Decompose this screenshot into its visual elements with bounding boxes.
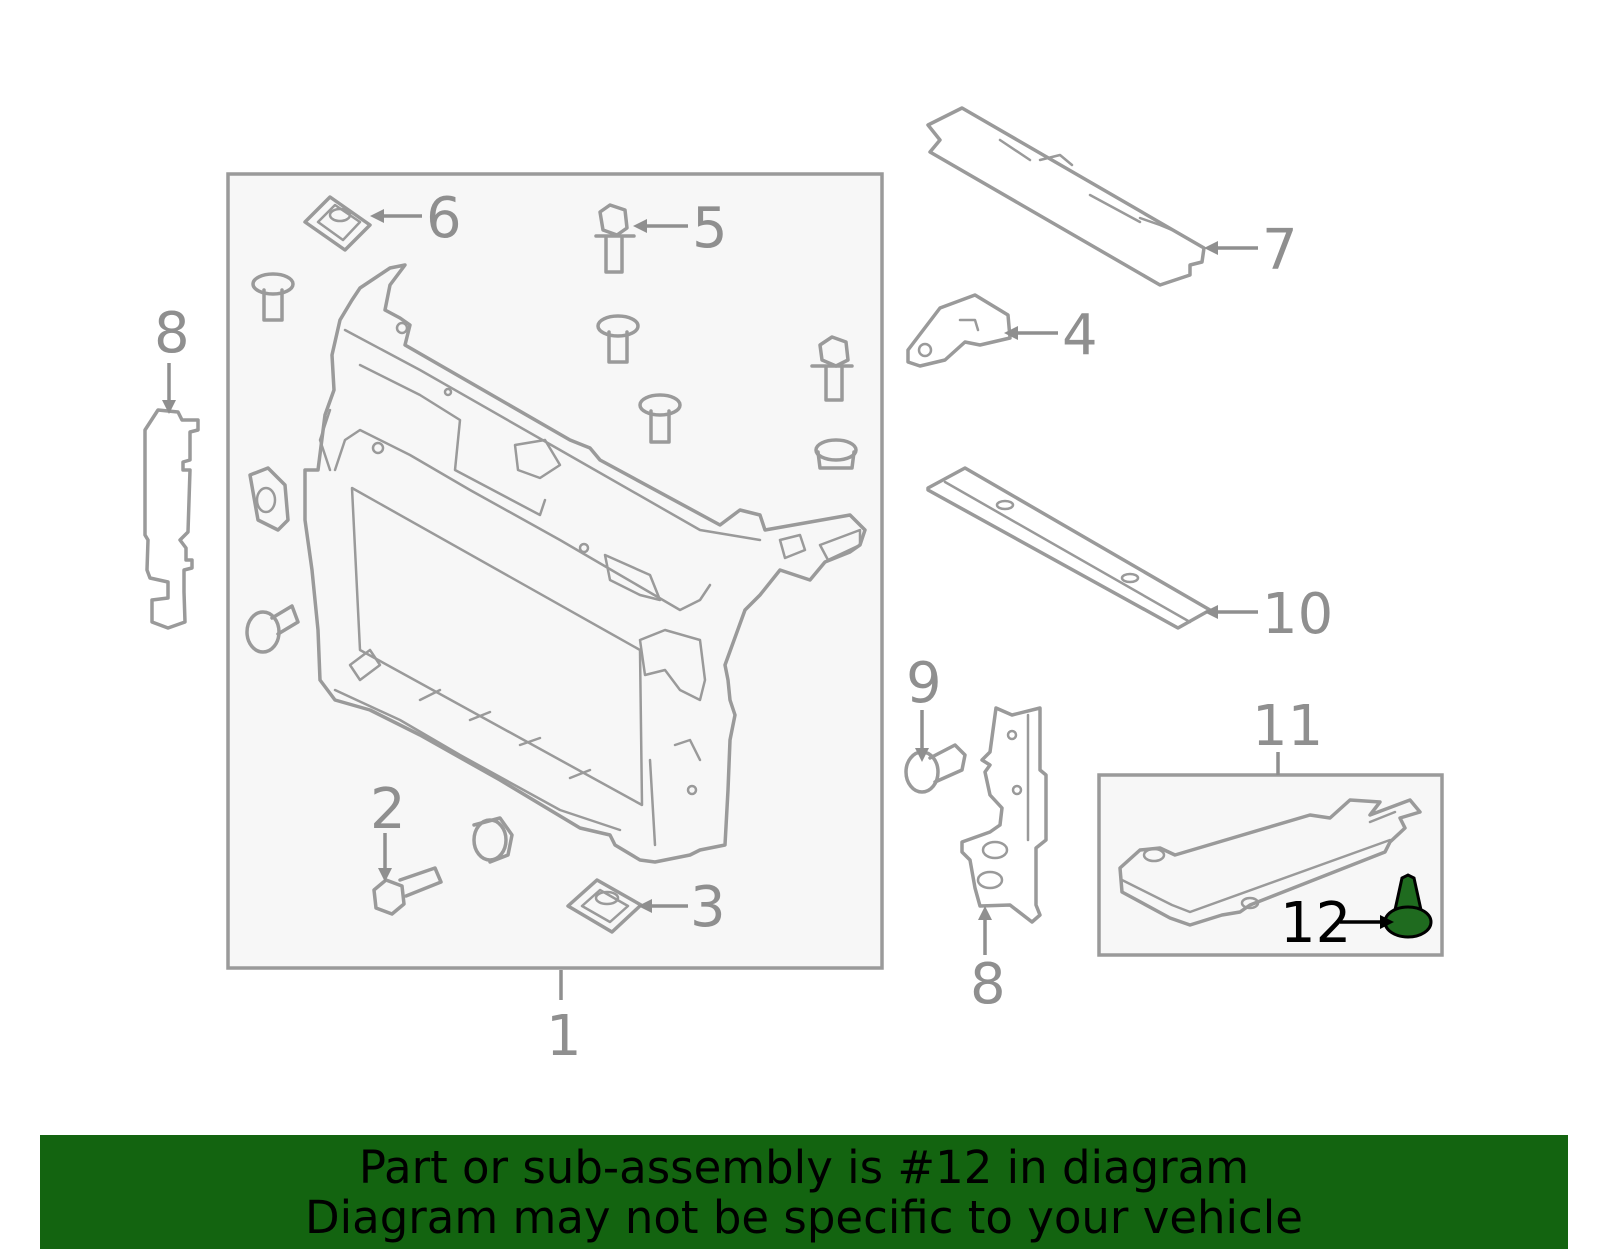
callout-8-right: 8: [970, 952, 1006, 1017]
arrowheads: [162, 209, 1218, 920]
callout-12: 12: [1280, 891, 1351, 956]
arrowhead-12: [1380, 915, 1394, 929]
splash-shield-11: [1118, 798, 1422, 927]
nut-bottom: [472, 816, 514, 864]
callout-1: 1: [546, 1004, 582, 1069]
clip-left-vertical: [248, 466, 290, 532]
banner-line-1: Part or sub-assembly is #12 in diagram: [358, 1141, 1250, 1194]
banner-line-2: Diagram may not be specific to your vehi…: [305, 1191, 1303, 1244]
push-clip-left-top: [251, 272, 295, 322]
push-clip-center-2: [638, 393, 682, 444]
push-clip-center-1: [596, 314, 640, 364]
callout-4: 4: [1062, 303, 1098, 368]
callout-11: 11: [1252, 694, 1323, 759]
screw-12: [1383, 873, 1433, 939]
bracket-8-left: [143, 408, 200, 630]
nut-6: [303, 195, 372, 252]
push-clip-left-low: [245, 604, 300, 654]
radiator-support-frame: [303, 263, 867, 864]
callout-2: 2: [370, 777, 406, 842]
bracket-8-right: [960, 706, 1048, 924]
callout-6: 6: [426, 186, 462, 251]
bolt-5: [594, 203, 636, 274]
callout-9: 9: [906, 651, 942, 716]
assembly-box-1: [226, 172, 884, 970]
bar-7: [926, 106, 1206, 287]
notice-banner: Part or sub-assembly is #12 in diagram D…: [40, 1135, 1568, 1249]
callout-8-left: 8: [154, 301, 190, 366]
callout-10: 10: [1262, 582, 1333, 647]
push-pin-9: [904, 743, 967, 794]
bar-10: [926, 466, 1212, 630]
callout-3: 3: [690, 875, 726, 940]
callout-5: 5: [692, 196, 728, 261]
callout-7: 7: [1262, 218, 1298, 283]
bolt-right: [810, 335, 854, 402]
nut-right: [814, 438, 858, 470]
bracket-4: [906, 293, 1012, 368]
